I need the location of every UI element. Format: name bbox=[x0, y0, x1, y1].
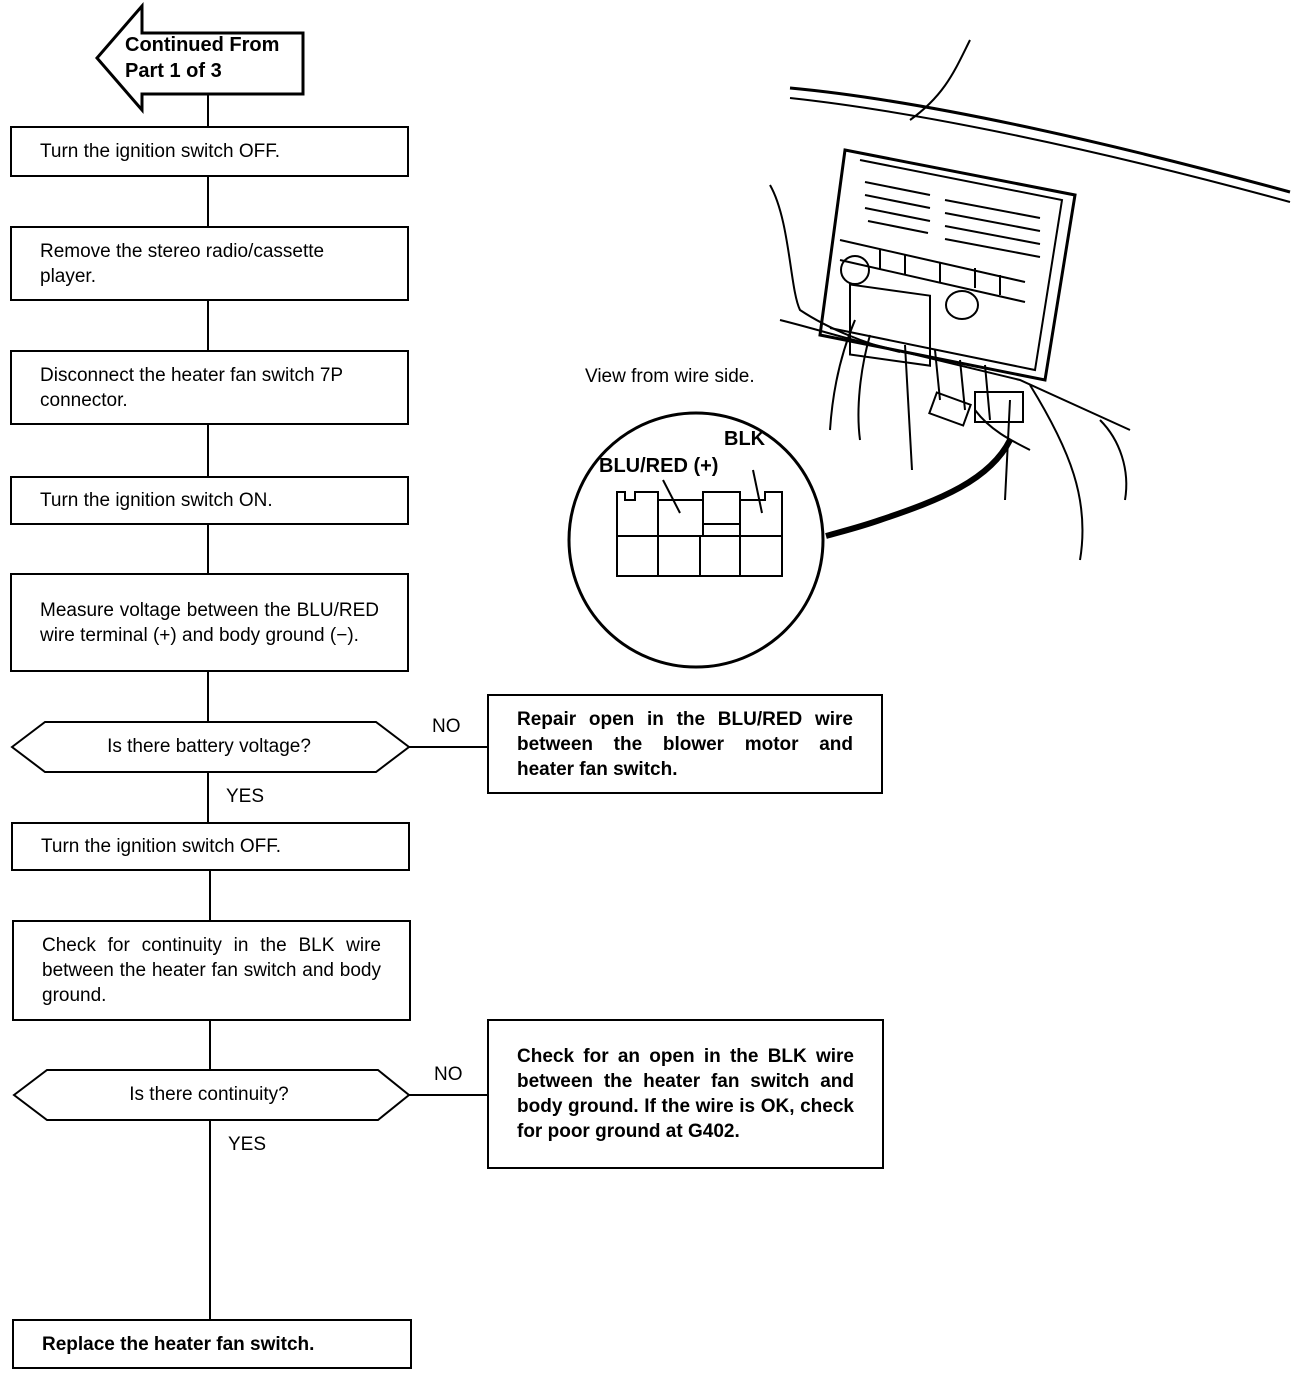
step-replace-switch: Replace the heater fan switch. bbox=[12, 1319, 412, 1369]
view-from-wire-side-label: View from wire side. bbox=[585, 366, 755, 387]
step-ignition-off-2: Turn the ignition switch OFF. bbox=[11, 822, 410, 871]
decision-1-no-action: Repair open in the BLU/RED wire between … bbox=[487, 694, 883, 794]
decision-1-yes-label: YES bbox=[226, 786, 265, 807]
decision-2-question: Is there continuity? bbox=[129, 1084, 289, 1105]
dashboard-illustration bbox=[769, 39, 1291, 561]
step-disconnect-connector: Disconnect the heater fan switch 7P conn… bbox=[10, 350, 409, 425]
step-remove-radio: Remove the stereo radio/cassette player. bbox=[10, 226, 409, 301]
step-7-text: Check for continuity in the BLK wire bet… bbox=[42, 935, 381, 1006]
step-5-text: Measure voltage between the BLU/RED wire… bbox=[40, 599, 379, 646]
step-check-continuity: Check for continuity in the BLK wire bet… bbox=[12, 920, 411, 1021]
terminal-blu-red-label: BLU/RED (+) bbox=[599, 455, 719, 477]
connector-face bbox=[616, 469, 783, 577]
step-ignition-on: Turn the ignition switch ON. bbox=[10, 476, 409, 525]
step-8-text: Replace the heater fan switch. bbox=[42, 1333, 315, 1355]
terminal-blk-label: BLK bbox=[724, 428, 766, 450]
decision-2-no-action-text: Check for an open in the BLK wire betwee… bbox=[517, 1046, 854, 1142]
decision-1-no-action-text: Repair open in the BLU/RED wire between … bbox=[517, 708, 853, 780]
step-measure-voltage: Measure voltage between the BLU/RED wire… bbox=[10, 573, 409, 672]
continued-from-line1: Continued From bbox=[125, 34, 280, 56]
step-4-text: Turn the ignition switch ON. bbox=[40, 490, 273, 511]
decision-2-yes-label: YES bbox=[228, 1134, 267, 1155]
step-1-text: Turn the ignition switch OFF. bbox=[40, 141, 281, 162]
continued-from-label: Continued From Part 1 of 3 bbox=[125, 32, 279, 84]
decision-1-no-label: NO bbox=[432, 716, 461, 737]
step-2-text: Remove the stereo radio/cassette player. bbox=[40, 240, 325, 287]
continued-from-arrow bbox=[95, 1, 305, 115]
decision-2-no-action: Check for an open in the BLK wire betwee… bbox=[487, 1019, 884, 1169]
decision-2-no-label: NO bbox=[434, 1064, 463, 1085]
decision-shape-1 bbox=[10, 721, 411, 773]
decision-shape-2 bbox=[12, 1069, 411, 1121]
step-3-text: Disconnect the heater fan switch 7P conn… bbox=[40, 364, 343, 411]
step-ignition-off-1: Turn the ignition switch OFF. bbox=[10, 126, 409, 177]
connector-lines bbox=[207, 94, 487, 1319]
connector-detail-circle bbox=[567, 411, 825, 669]
decision-1-question: Is there battery voltage? bbox=[107, 736, 311, 757]
step-6-text: Turn the ignition switch OFF. bbox=[41, 836, 282, 857]
continued-from-line2: Part 1 of 3 bbox=[125, 60, 222, 82]
